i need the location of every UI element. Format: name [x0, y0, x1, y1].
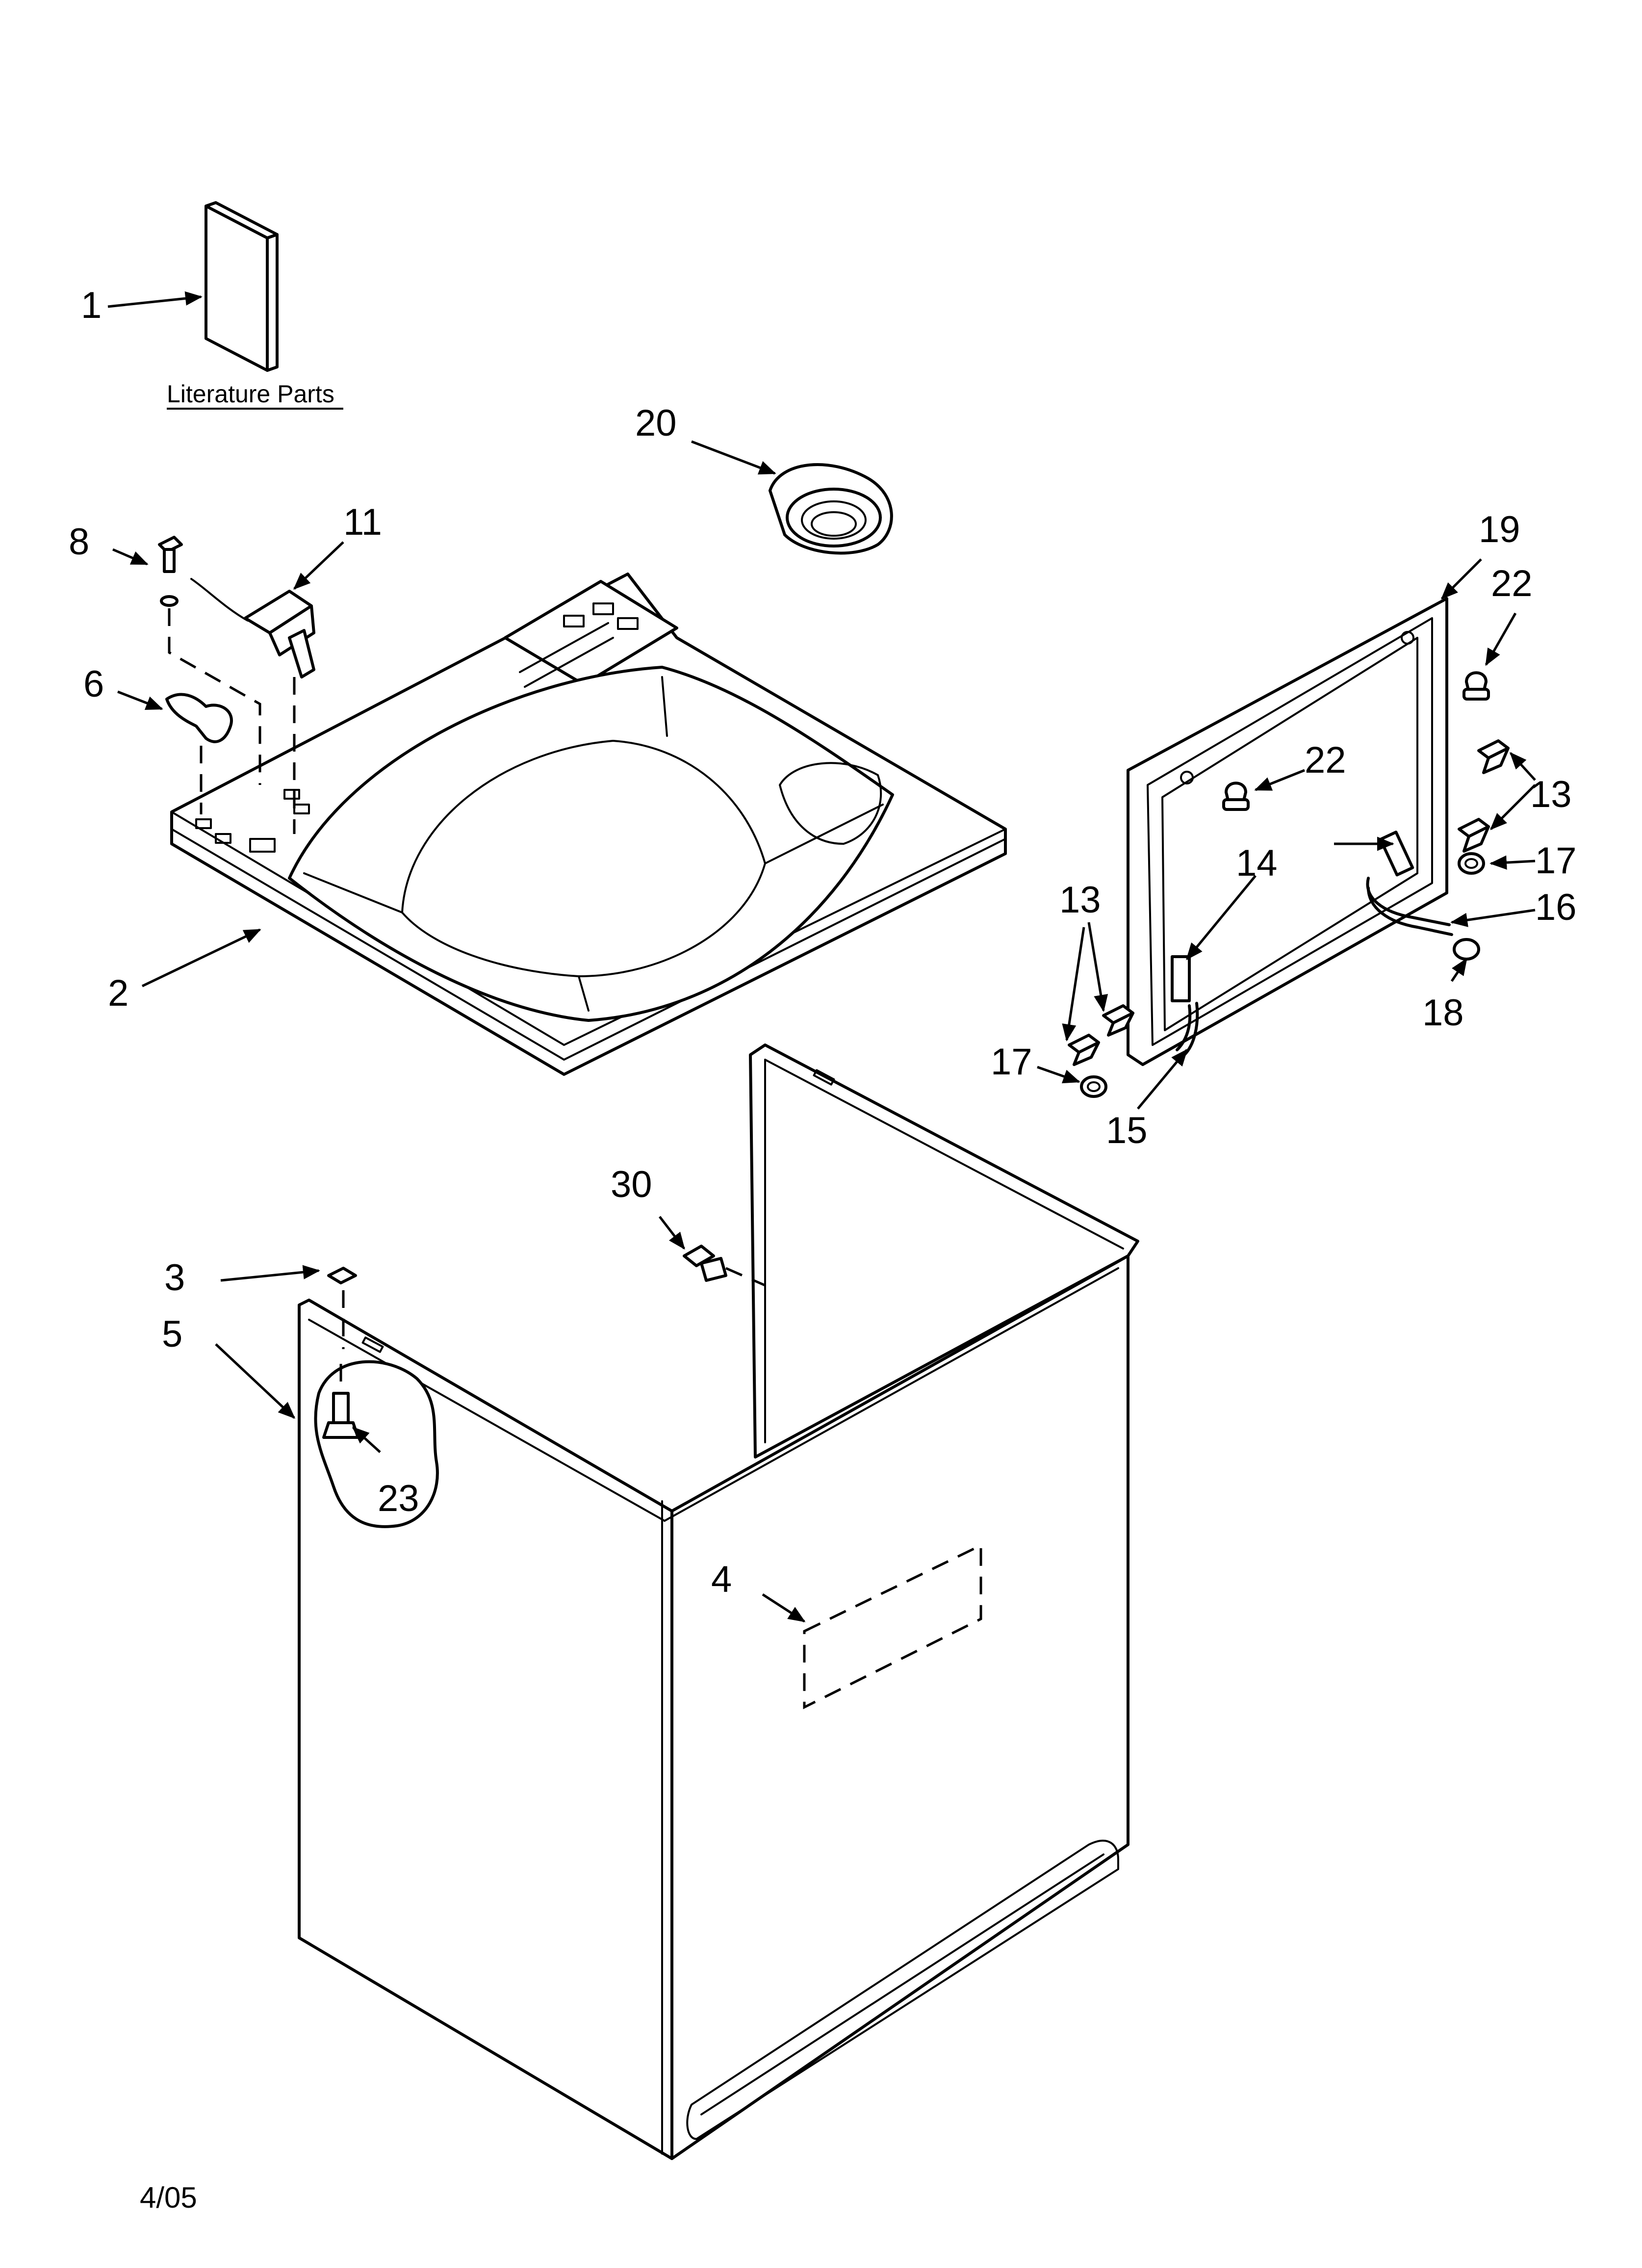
callouts: 1 20 8 11 6 2 19 22 22 13 14 17 16 18 13…: [69, 285, 1577, 1600]
callout-5: 5: [162, 1313, 182, 1355]
screw-30: [683, 1245, 766, 1287]
callout-3: 3: [164, 1257, 185, 1299]
callout-15: 15: [1106, 1110, 1148, 1151]
lid-bumper-upper: [1462, 671, 1490, 701]
callout-14: 14: [1236, 842, 1278, 884]
hinge-screws-front: [1068, 1004, 1134, 1066]
callout-8: 8: [69, 521, 89, 563]
callout-6: 6: [83, 663, 104, 705]
cabinet: [298, 1043, 1139, 2160]
hinge-nut-front: [1080, 1075, 1107, 1098]
callout-13-rear: 13: [1530, 774, 1572, 815]
callout-4: 4: [711, 1559, 732, 1600]
callout-2: 2: [108, 972, 128, 1014]
dispenser-cup: [769, 463, 893, 555]
lid-switch: [190, 578, 315, 678]
callout-11: 11: [343, 501, 382, 543]
cabinet-clip: [327, 1267, 357, 1349]
cabinet-label-outline: [803, 1543, 982, 1710]
screw-8: [158, 536, 183, 607]
literature-booklet: [205, 201, 279, 372]
date-code: 4/05: [140, 2181, 197, 2214]
hinge-front: [1171, 955, 1199, 1056]
callout-18: 18: [1422, 992, 1464, 1034]
hinge-screws-rear: [1458, 739, 1510, 853]
callout-20: 20: [635, 402, 677, 444]
lid-switch-clip: [165, 693, 233, 743]
callout-17-front: 17: [991, 1041, 1032, 1083]
callout-16: 16: [1535, 886, 1577, 928]
callout-30: 30: [611, 1164, 652, 1205]
assembly-line-8: [168, 608, 261, 785]
hinge-nut-rear: [1458, 852, 1485, 875]
callout-17-rear: 17: [1535, 840, 1577, 882]
literature-label: Literature Parts: [167, 380, 334, 408]
leader-lines: [107, 291, 1536, 1623]
callout-23: 23: [378, 1478, 419, 1519]
callout-1: 1: [81, 285, 102, 326]
hinge-cap: [1453, 938, 1480, 961]
callout-22-upper: 22: [1491, 563, 1533, 604]
top-panel: [170, 573, 1007, 1076]
callout-13-front: 13: [1059, 879, 1101, 921]
callout-22-lower: 22: [1305, 739, 1346, 781]
lid-bumper-lower: [1222, 782, 1250, 811]
callout-19: 19: [1479, 509, 1520, 550]
washer-lid: [1127, 597, 1448, 1066]
